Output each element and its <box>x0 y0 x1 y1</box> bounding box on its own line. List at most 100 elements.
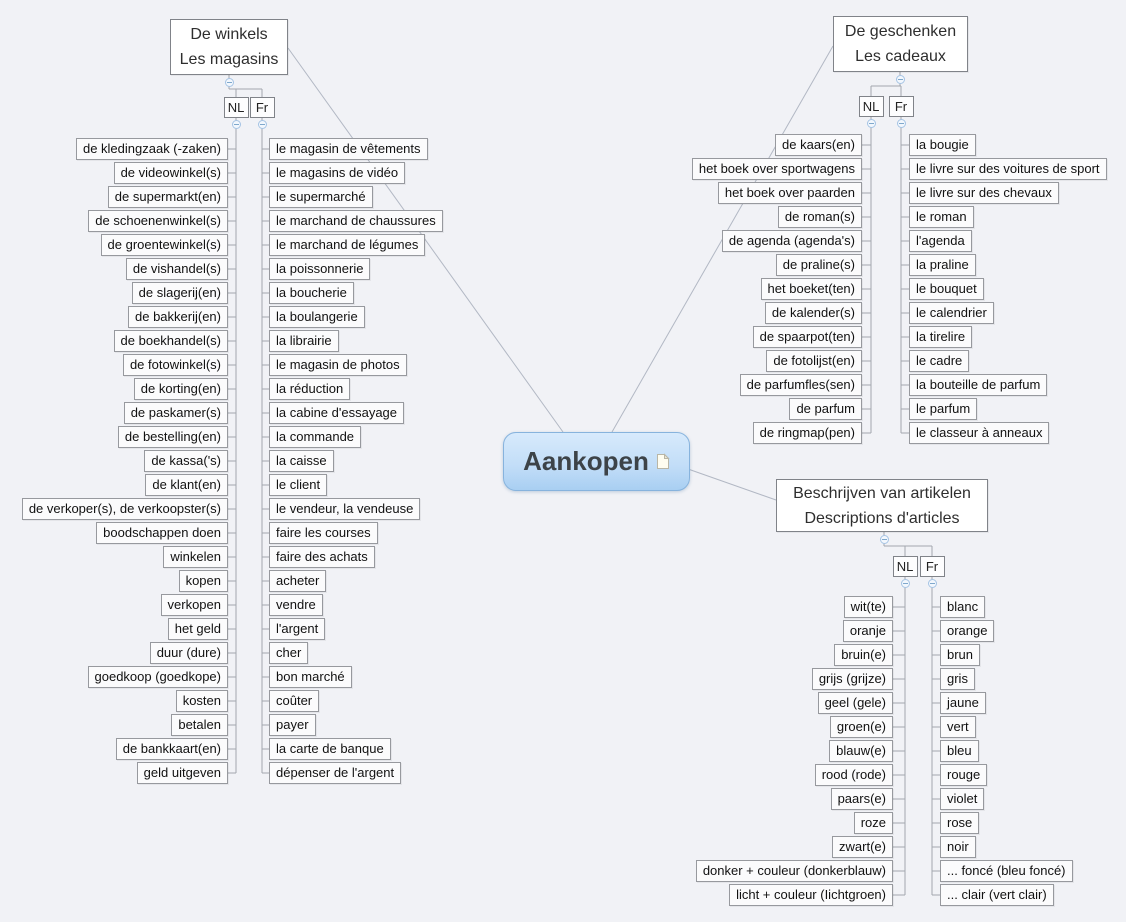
node-box[interactable]: vendre <box>269 594 323 616</box>
node-box[interactable]: rouge <box>940 764 988 786</box>
collapse-icon[interactable] <box>900 578 910 588</box>
node-box[interactable]: le magasin de photos <box>269 354 407 376</box>
node-box[interactable]: de klant(en) <box>145 474 228 496</box>
node-box[interactable]: de supermarkt(en) <box>107 186 228 208</box>
fr-group-label[interactable]: Fr <box>919 556 945 577</box>
node-box[interactable]: de vishandel(s) <box>125 258 228 280</box>
central-topic[interactable]: Aankopen <box>503 432 690 491</box>
node-box[interactable]: bon marché <box>269 666 352 688</box>
node-box[interactable]: le bouquet <box>909 278 984 300</box>
node-box[interactable]: payer <box>269 714 316 736</box>
node-box[interactable]: paars(e) <box>830 788 893 810</box>
node-box[interactable]: de parfumfles(sen) <box>739 374 862 396</box>
collapse-icon[interactable] <box>927 578 937 588</box>
node-box[interactable]: la carte de banque <box>269 738 391 760</box>
node-box[interactable]: de verkoper(s), de verkoopster(s) <box>21 498 228 520</box>
node-box[interactable]: le marchand de chaussures <box>269 210 443 232</box>
node-box[interactable]: het boeket(ten) <box>760 278 862 300</box>
node-box[interactable]: jaune <box>940 692 986 714</box>
node-box[interactable]: le supermarché <box>269 186 373 208</box>
node-box[interactable]: de groentewinkel(s) <box>100 234 228 256</box>
node-box[interactable]: le magasins de vidéo <box>269 162 406 184</box>
node-box[interactable]: winkelen <box>163 546 228 568</box>
node-box[interactable]: de praline(s) <box>775 254 862 276</box>
node-box[interactable]: de parfum <box>789 398 862 420</box>
node-box[interactable]: faire les courses <box>269 522 378 544</box>
node-box[interactable]: dépenser de l'argent <box>269 762 402 784</box>
node-box[interactable]: roze <box>853 812 893 834</box>
collapse-icon[interactable] <box>257 119 267 129</box>
node-box[interactable]: coûter <box>269 690 320 712</box>
node-box[interactable]: de schoenenwinkel(s) <box>88 210 228 232</box>
nl-group-label[interactable]: NL <box>892 556 918 577</box>
node-box[interactable]: het geld <box>167 618 228 640</box>
node-box[interactable]: groen(e) <box>829 716 893 738</box>
node-box[interactable]: la cabine d'essayage <box>269 402 405 424</box>
node-box[interactable]: geel (gele) <box>817 692 893 714</box>
node-box[interactable]: le parfum <box>909 398 978 420</box>
node-box[interactable]: le livre sur des chevaux <box>909 182 1059 204</box>
node-box[interactable]: acheter <box>269 570 327 592</box>
node-box[interactable]: la réduction <box>269 378 351 400</box>
node-box[interactable]: de bestelling(en) <box>117 426 228 448</box>
node-box[interactable]: ... foncé (bleu foncé) <box>940 860 1073 882</box>
node-box[interactable]: kopen <box>178 570 228 592</box>
node-box[interactable]: l'agenda <box>909 230 972 252</box>
node-box[interactable]: ... clair (vert clair) <box>940 884 1054 906</box>
node-box[interactable]: gris <box>940 668 975 690</box>
node-box[interactable]: de slagerij(en) <box>131 282 228 304</box>
node-box[interactable]: geld uitgeven <box>136 762 228 784</box>
node-box[interactable]: donker + couleur (donkerblauw) <box>695 860 893 882</box>
node-box[interactable]: de spaarpot(ten) <box>752 326 862 348</box>
node-box[interactable]: de kaars(en) <box>775 134 862 156</box>
node-box[interactable]: le cadre <box>909 350 970 372</box>
node-box[interactable]: de kledingzaak (-zaken) <box>75 138 228 160</box>
node-box[interactable]: cher <box>269 642 309 664</box>
collapse-icon[interactable] <box>866 118 876 128</box>
collapse-icon[interactable] <box>224 77 234 87</box>
node-box[interactable]: de boekhandel(s) <box>113 330 228 352</box>
node-box[interactable]: la boulangerie <box>269 306 365 328</box>
node-box[interactable]: le roman <box>909 206 974 228</box>
nl-group-label[interactable]: NL <box>858 96 884 117</box>
node-box[interactable]: faire des achats <box>269 546 375 568</box>
node-box[interactable]: bleu <box>940 740 979 762</box>
node-box[interactable]: le livre sur des voitures de sport <box>909 158 1107 180</box>
node-box[interactable]: le classeur à anneaux <box>909 422 1050 444</box>
node-box[interactable]: l'argent <box>269 618 326 640</box>
node-box[interactable]: la caisse <box>269 450 334 472</box>
node-box[interactable]: kosten <box>175 690 228 712</box>
node-box[interactable]: rood (rode) <box>814 764 893 786</box>
node-box[interactable]: oranje <box>842 620 893 642</box>
node-box[interactable]: de kalender(s) <box>764 302 862 324</box>
node-box[interactable]: la librairie <box>269 330 339 352</box>
node-box[interactable]: la tirelire <box>909 326 973 348</box>
node-box[interactable]: la commande <box>269 426 362 448</box>
node-box[interactable]: goedkoop (goedkope) <box>87 666 228 688</box>
node-box[interactable]: blauw(e) <box>829 740 893 762</box>
collapse-icon[interactable] <box>895 74 905 84</box>
node-box[interactable]: duur (dure) <box>149 642 228 664</box>
node-box[interactable]: violet <box>940 788 985 810</box>
node-box[interactable]: grijs (grijze) <box>811 668 893 690</box>
node-box[interactable]: verkopen <box>160 594 228 616</box>
node-box[interactable]: het boek over sportwagens <box>691 158 862 180</box>
collapse-icon[interactable] <box>879 534 889 544</box>
node-box[interactable]: boodschappen doen <box>96 522 228 544</box>
node-box[interactable]: de paskamer(s) <box>123 402 228 424</box>
node-box[interactable]: orange <box>940 620 995 642</box>
node-box[interactable]: het boek over paarden <box>717 182 862 204</box>
node-box[interactable]: de agenda (agenda's) <box>721 230 862 252</box>
collapse-icon[interactable] <box>231 119 241 129</box>
node-box[interactable]: brun <box>940 644 981 666</box>
node-box[interactable]: le calendrier <box>909 302 994 324</box>
node-box[interactable]: wit(te) <box>843 596 893 618</box>
node-box[interactable]: la poissonnerie <box>269 258 371 280</box>
node-box[interactable]: le marchand de légumes <box>269 234 426 256</box>
node-box[interactable]: de fotolijst(en) <box>766 350 862 372</box>
node-box[interactable]: le client <box>269 474 328 496</box>
node-box[interactable]: licht + couleur (Iichtgroen) <box>729 884 893 906</box>
node-box[interactable]: blanc <box>940 596 986 618</box>
